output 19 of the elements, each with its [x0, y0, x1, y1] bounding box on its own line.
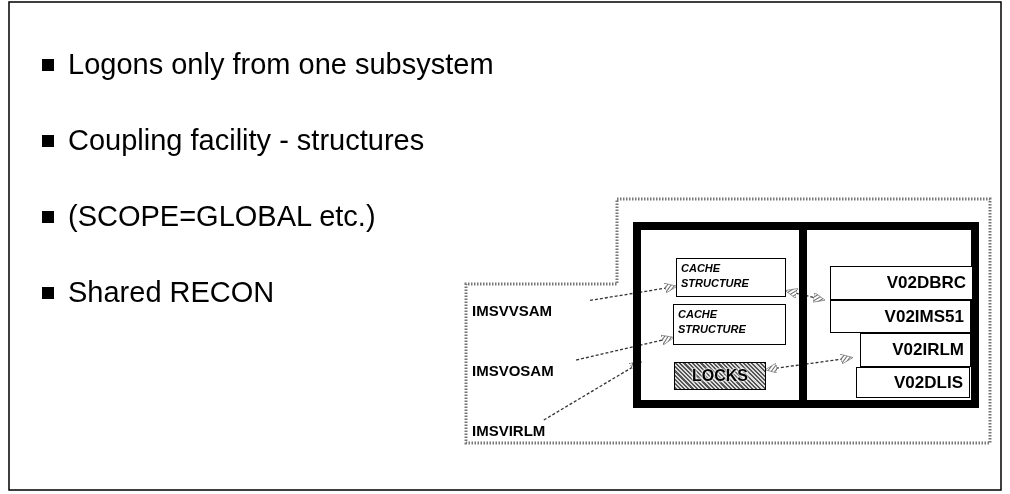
member-box: V02IRLM: [860, 333, 971, 367]
structure-name: IMSVVSAM: [472, 300, 590, 320]
bullet-item: Shared RECON: [42, 276, 275, 309]
compartment: [799, 230, 971, 400]
structure-box: CACHE STRUCTURE: [673, 304, 786, 345]
connector: [589, 282, 678, 302]
structure-name: IMSVIRLM: [472, 420, 582, 440]
member-box: V02IMS51: [830, 300, 971, 333]
connector: [764, 353, 854, 374]
member-box: V02DBRC: [830, 266, 973, 300]
bullet-item: Coupling facility - structures: [42, 124, 425, 157]
connector: [575, 334, 675, 361]
structure-box: CACHE STRUCTURE: [676, 258, 786, 297]
structure-frame: [633, 222, 979, 408]
bullet-item: (SCOPE=GLOBAL etc.): [42, 200, 376, 233]
bullet-item: Logons only from one subsystem: [42, 48, 494, 81]
connector: [784, 288, 826, 303]
member-box: V02DLIS: [856, 367, 970, 398]
structure-name: IMSVOSAM: [472, 360, 594, 380]
